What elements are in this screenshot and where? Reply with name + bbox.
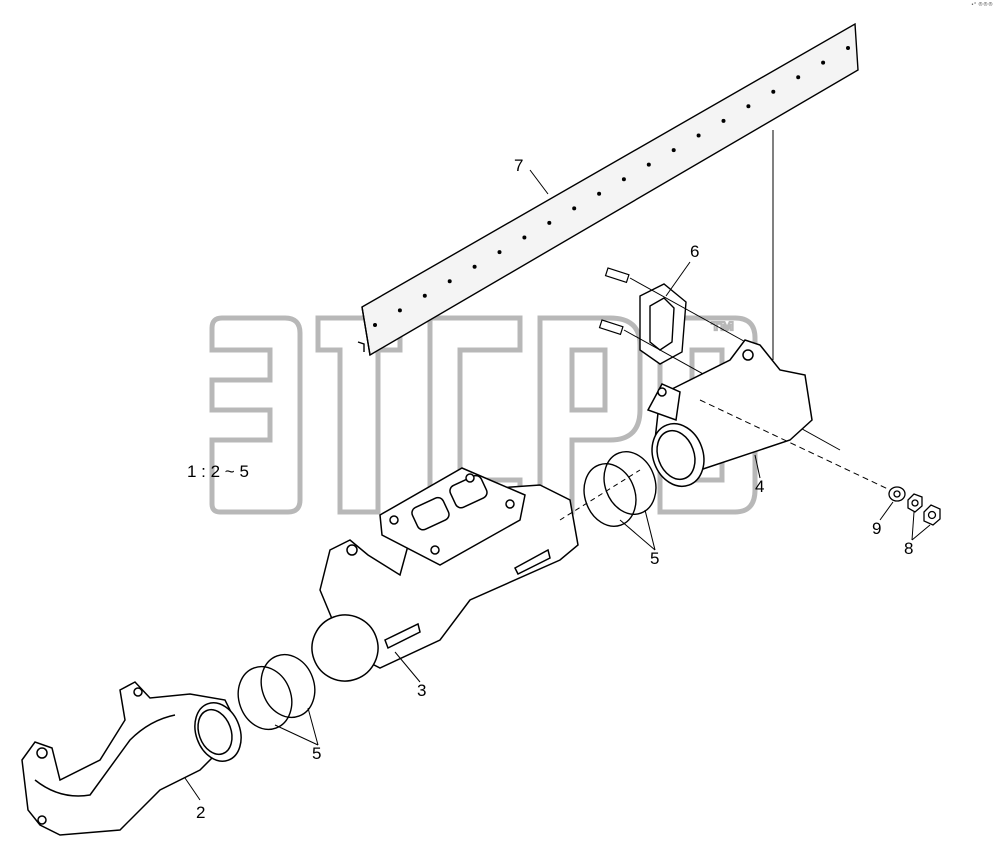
strip-hole — [547, 220, 552, 225]
leader-8b — [911, 524, 931, 541]
strip-hole — [771, 89, 776, 94]
strip-hole — [646, 162, 651, 167]
axis-dashed-4 — [699, 399, 891, 491]
part-6-flange-gasket — [639, 283, 687, 365]
leader-5-upper-b — [644, 509, 656, 551]
strip-hole — [522, 235, 527, 240]
callout-2: 2 — [196, 803, 206, 822]
stud-lower — [598, 319, 624, 336]
callout-5-lower: 5 — [312, 744, 322, 763]
strip-hole — [846, 46, 850, 50]
scale-label: 1 : 2 ~ 5 — [187, 462, 249, 481]
part-4-manifold-end — [646, 339, 813, 488]
axis-dashed-center — [559, 469, 641, 521]
strip-hole — [796, 75, 801, 80]
leader-9 — [879, 501, 894, 521]
part-5-rings-lower — [237, 653, 316, 731]
leader-6 — [665, 261, 691, 297]
part-8-nuts — [907, 493, 941, 526]
leader-7 — [529, 169, 549, 195]
corner-note: •° ®®® — [970, 2, 993, 8]
watermark-letter-p — [537, 315, 643, 515]
strip-hole — [721, 118, 726, 123]
strip-hole — [671, 148, 676, 153]
callout-4: 4 — [755, 477, 765, 496]
watermark-trademark: ™ — [710, 316, 736, 346]
part-7-gasket-strip — [357, 22, 859, 357]
strip-hole — [472, 264, 477, 269]
strip-hole — [497, 250, 502, 255]
strip-hole — [397, 308, 402, 313]
strip-hole — [373, 323, 377, 327]
callout-9: 9 — [872, 519, 882, 538]
strip-hole — [422, 293, 427, 298]
callout-5-upper: 5 — [650, 549, 660, 568]
strip-holes — [373, 46, 850, 327]
leader-8a — [911, 511, 915, 541]
stud-axis-upper — [629, 277, 761, 351]
leader-2 — [184, 777, 201, 801]
part-9-washer — [888, 486, 906, 502]
watermark-letter-e — [209, 315, 303, 515]
callout-8: 8 — [904, 539, 914, 558]
strip-hole — [621, 177, 626, 182]
watermark-letter-t — [315, 315, 403, 515]
part-3-manifold-center — [311, 467, 579, 682]
leader-5-lower-b — [307, 707, 319, 746]
strip-hole — [597, 191, 602, 196]
leader-5-upper-a — [619, 519, 656, 551]
callout-3: 3 — [417, 681, 427, 700]
strip-hole — [821, 60, 826, 65]
callout-6: 6 — [690, 242, 700, 261]
stud-upper — [604, 267, 630, 284]
strip-hole — [696, 133, 701, 138]
leader-3 — [394, 651, 421, 683]
leader-5-lower-a — [274, 724, 319, 746]
leader-4 — [754, 454, 761, 479]
part-2-manifold-front — [21, 681, 242, 836]
strip-hole — [447, 279, 452, 284]
callout-7: 7 — [514, 156, 524, 175]
strip-hole — [572, 206, 577, 211]
strip-hole — [746, 104, 751, 109]
